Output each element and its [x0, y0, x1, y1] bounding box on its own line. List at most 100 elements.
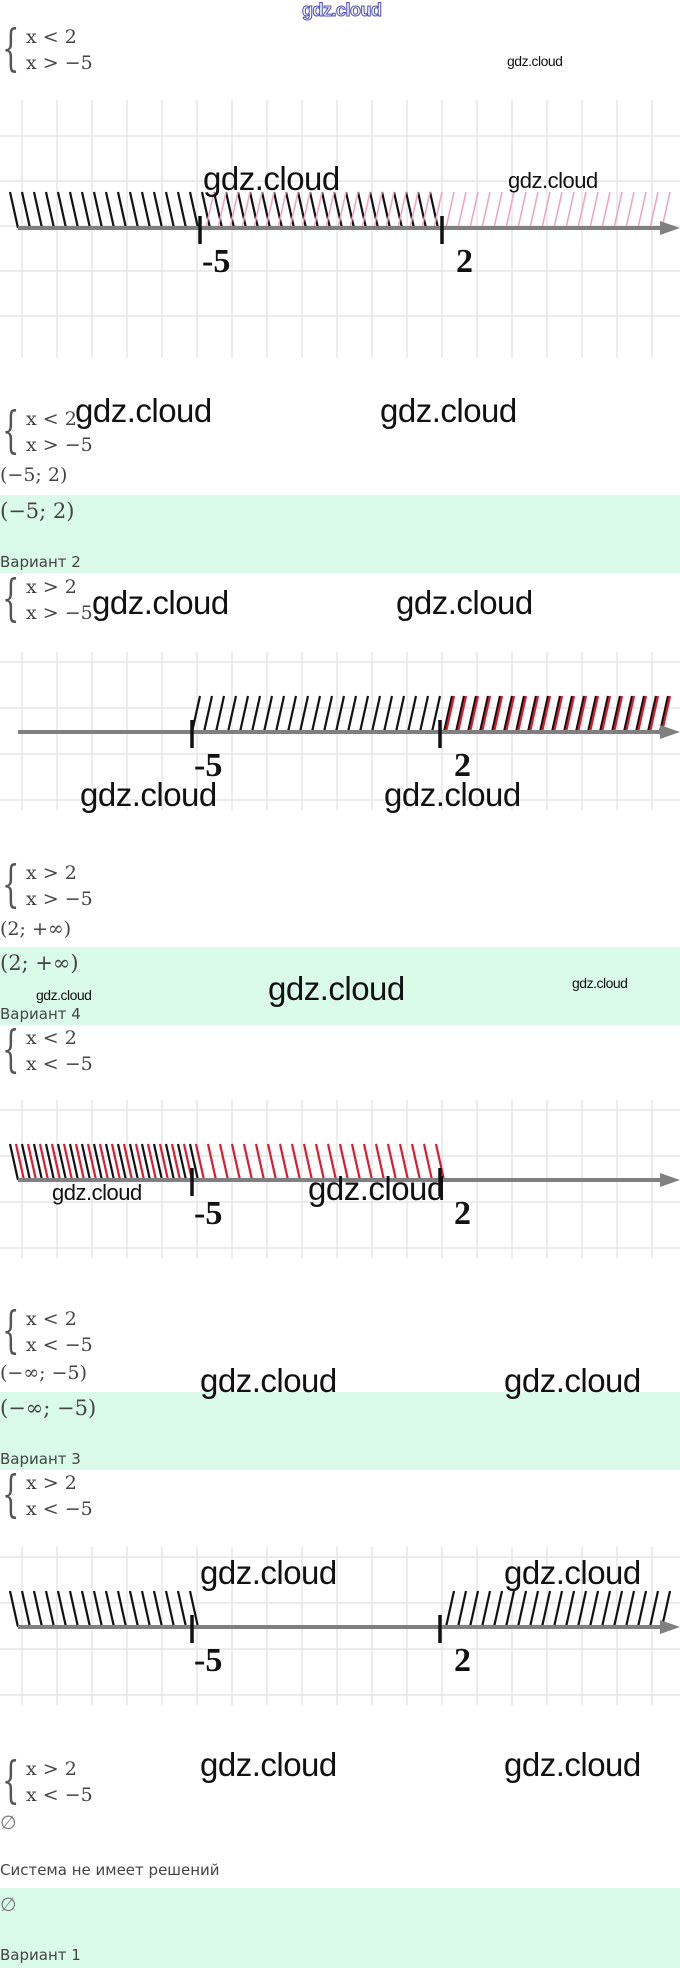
hatch-line: [636, 1590, 648, 1628]
hatch-line: [68, 191, 80, 229]
hatch-line: [250, 695, 262, 733]
variant-link[interactable]: Вариант 4: [0, 1005, 81, 1023]
hatch-line: [80, 191, 92, 229]
hatch-line: [152, 1143, 164, 1181]
hatch-line: [562, 695, 574, 733]
hatch-line: [564, 1590, 576, 1628]
hatch-line: [612, 1590, 624, 1628]
watermark: gdz.cloud: [572, 975, 628, 991]
variant-link[interactable]: Вариант 1: [0, 1946, 81, 1964]
hatch-line: [146, 1143, 158, 1181]
inequality-line: x < 2: [26, 1308, 77, 1330]
hatch-line: [298, 695, 310, 733]
axis-arrow-icon: [660, 1620, 680, 1634]
inequality-system: { x > 2 x > −5: [0, 856, 120, 916]
hatch-line: [648, 695, 660, 733]
hatch-line: [337, 191, 347, 229]
inequality-system: { x > 2 x < −5: [0, 1752, 120, 1812]
hatch-line: [454, 695, 466, 733]
hatch-line: [646, 695, 658, 733]
hatch-line: [418, 695, 430, 733]
hatch-line: [392, 191, 404, 229]
hatch-line: [624, 695, 636, 733]
hatch-line: [410, 1143, 422, 1181]
hatch-line: [248, 191, 260, 229]
hatch-line: [444, 695, 456, 733]
hatch-line: [262, 695, 274, 733]
hatch-line: [140, 1143, 152, 1181]
hatch-line: [116, 1143, 128, 1181]
hatch-line: [456, 1590, 468, 1628]
hatch-line: [574, 695, 586, 733]
brace-icon: {: [2, 1465, 20, 1523]
hatch-line: [50, 1143, 62, 1181]
inequality-line: x < 2: [26, 1027, 77, 1049]
hatch-line: [444, 1590, 456, 1628]
brace-icon: {: [2, 19, 20, 77]
variant-link[interactable]: Вариант 2: [0, 553, 81, 571]
hatch-line: [164, 1590, 176, 1628]
hatch-line: [613, 191, 623, 229]
hatch-line: [226, 695, 238, 733]
hatch-line: [517, 191, 527, 229]
hatch-line: [362, 1143, 374, 1181]
brace-icon: {: [2, 401, 20, 459]
hatch-line: [241, 191, 251, 229]
hatch-line: [660, 1590, 672, 1628]
inequality-line: x > 2: [26, 862, 77, 884]
hatch-line: [68, 1590, 80, 1628]
hatch-line: [529, 191, 539, 229]
hatch-line: [648, 1590, 660, 1628]
hatch-line: [92, 1143, 104, 1181]
watermark: gdz.cloud: [200, 1362, 337, 1399]
hatch-line: [140, 191, 152, 229]
hatch-line: [493, 191, 503, 229]
hatch-line: [26, 1143, 38, 1181]
hatch-line: [478, 695, 490, 733]
hatch-line: [260, 191, 272, 229]
brace-icon: {: [2, 1020, 20, 1078]
hatch-line: [334, 695, 346, 733]
hatch-line: [128, 1590, 140, 1628]
hatch-line: [421, 191, 431, 229]
watermark: gdz.cloud: [504, 1554, 641, 1591]
hatch-line: [32, 191, 44, 229]
inequality-line: x < −5: [26, 1053, 93, 1075]
no-solution-note: Система не имеет решений: [0, 1861, 220, 1879]
variant-link[interactable]: Вариант 3: [0, 1450, 81, 1468]
hatch-line: [92, 191, 104, 229]
hatch-line: [56, 191, 68, 229]
hatch-line: [398, 1143, 410, 1181]
inequality-line: x < −5: [26, 1334, 93, 1356]
hatch-line: [492, 1590, 504, 1628]
hatch-line: [382, 695, 394, 733]
hatch-line: [314, 1143, 326, 1181]
hatch-line: [104, 1143, 116, 1181]
hatch-line: [589, 191, 599, 229]
watermark: gdz.cloud: [380, 392, 517, 429]
hatch-line: [516, 695, 528, 733]
hatch-line: [176, 191, 188, 229]
hatch-line: [481, 191, 491, 229]
hatch-region: [444, 695, 672, 733]
inequality-line: x > 2: [26, 1758, 77, 1780]
hatch-region: [8, 1590, 200, 1628]
inequality-line: x < −5: [26, 1498, 93, 1520]
inequality-line: x < −5: [26, 1784, 93, 1806]
hatch-line: [586, 695, 598, 733]
hatch-line: [104, 191, 116, 229]
watermark: gdz.cloud: [36, 987, 92, 1003]
tick-label: -5: [202, 243, 230, 280]
hatch-line: [188, 191, 200, 229]
hatch-line: [610, 695, 622, 733]
hatch-line: [152, 191, 164, 229]
hatch-line: [637, 191, 647, 229]
hatch-line: [122, 1143, 134, 1181]
hatch-line: [200, 191, 212, 229]
hatch-line: [433, 191, 443, 229]
hatch-line: [238, 695, 250, 733]
hatch-line: [457, 191, 467, 229]
solution-text: (−∞; −5): [0, 1362, 88, 1384]
